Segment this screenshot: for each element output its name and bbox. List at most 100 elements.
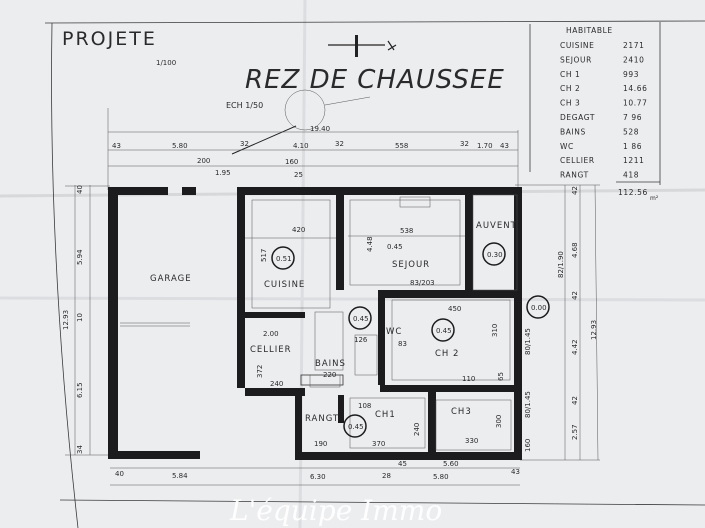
dim-right-overall: 12.93 (590, 320, 598, 340)
room-cuisine: CUISINE (264, 280, 305, 290)
table-area: 7 96 (623, 113, 642, 122)
dim-interior: 310 (491, 324, 499, 337)
dim-interior: 126 (354, 336, 368, 344)
dim-right: 4.68 (571, 242, 579, 258)
table-room: RANGT (560, 171, 589, 180)
dim-top: 32 (460, 140, 469, 148)
table-room: BAINS (560, 127, 586, 136)
dim-bottom: 43 (511, 468, 520, 476)
dim-left: 34 (76, 445, 84, 454)
level-marker-auvent (482, 242, 506, 266)
dim-top: 32 (240, 140, 249, 148)
dim-left: 6.15 (76, 382, 84, 398)
table-room: WC (560, 142, 574, 151)
dim-interior: 240 (270, 380, 283, 388)
dim-interior: 2.00 (263, 330, 279, 338)
dim-interior: 83/203 (410, 279, 435, 287)
table-room: CUISINE (560, 41, 594, 50)
table-room: DEGAGT (560, 113, 595, 122)
room-bains: BAINS (315, 359, 346, 369)
dim-top: 4.10 (293, 142, 309, 150)
dim-top-overall: 19.40 (310, 125, 330, 133)
dim-left: 10 (76, 313, 84, 322)
level-marker-ch1 (343, 414, 367, 438)
dimension-lines (65, 108, 600, 486)
note-callout (231, 89, 371, 155)
watermark-logo: L'équipe Immo (229, 494, 442, 527)
level-ch2: 0.45 (436, 327, 452, 335)
dim-bottom: 5.84 (172, 472, 188, 480)
level-auvent: 0.30 (487, 251, 503, 259)
dim-bottom: 28 (382, 472, 391, 480)
level-marker-ch2 (431, 318, 455, 342)
dim-interior: 190 (314, 440, 327, 448)
room-labels: GARAGE CUISINE SEJOUR AUVENT CELLIER BAI… (150, 221, 517, 424)
dim-right: 42 (571, 396, 579, 405)
frame-top (44, 20, 705, 24)
table-unit: m² (650, 195, 659, 202)
walls (108, 187, 522, 460)
dim-window: 80/1.45 (524, 391, 532, 418)
table-room: CH 2 (560, 84, 580, 93)
dim-top: 32 (335, 140, 344, 148)
dim-bottom: 45 (398, 460, 407, 468)
dim-bottom: 40 (115, 470, 124, 478)
table-area: 993 (623, 70, 639, 79)
dim-interior: 4.48 (366, 236, 374, 252)
room-cellier: CELLIER (250, 345, 292, 355)
dim-bottom: 5.60 (443, 460, 459, 468)
table-room: CELLIER (560, 156, 595, 165)
dim-right: 42 (571, 186, 579, 195)
room-rangt: RANGT (305, 414, 339, 424)
dim-interior: 420 (292, 226, 305, 234)
dim-top-sub: 1.95 (215, 169, 231, 177)
dim-bottom: 6.30 (310, 473, 326, 481)
interior-lines (120, 194, 518, 451)
table-area: 2410 (623, 55, 645, 64)
dim-top: 5.80 (172, 142, 188, 150)
dim-interior: 65 (497, 372, 505, 381)
dim-interior: 220 (323, 371, 336, 379)
room-ch3: CH3 (451, 407, 472, 417)
table-room: CH 3 (560, 99, 580, 108)
dim-bottom: 5.80 (433, 473, 449, 481)
table-room: CH 1 (560, 70, 580, 79)
room-sejour: SEJOUR (392, 260, 430, 270)
dim-top: 43 (112, 142, 121, 150)
paper-fold (0, 296, 705, 302)
dim-left: 40 (76, 185, 84, 194)
dim-right: 42 (571, 291, 579, 300)
level-sejour: 0.45 (387, 243, 403, 251)
dim-interior: 83 (398, 340, 407, 348)
dim-window: 160 (524, 439, 532, 452)
dim-left: 5.94 (76, 249, 84, 265)
stamp-projete: PROJETE (62, 28, 157, 50)
level-marker-exterior (526, 295, 550, 319)
level-markers: 0.51 0.45 0.30 0.00 0.45 0.45 0.45 (271, 242, 550, 438)
table-heading: HABITABLE (566, 26, 613, 35)
frame-left (51, 22, 79, 528)
table-area: 10.77 (623, 99, 647, 108)
dim-top-sub: 160 (285, 158, 298, 166)
level-marker-degagement (348, 306, 372, 330)
dim-window: 80/1.45 (524, 328, 532, 355)
scale-detail: ECH 1/50 (226, 101, 263, 110)
page-title: REZ DE CHAUSSEE (245, 65, 505, 95)
level-ch1: 0.45 (348, 423, 364, 431)
section-marker-icon (328, 35, 397, 57)
table-area: 2171 (623, 41, 645, 50)
room-auvent: AUVENT (476, 221, 517, 231)
dim-right: 2.57 (571, 424, 579, 440)
dim-top-sub: 25 (294, 171, 303, 179)
level-exterior: 0.00 (531, 304, 547, 312)
dim-interior: 450 (448, 305, 461, 313)
dim-window: 82/1.90 (557, 251, 565, 278)
level-marker-cuisine (271, 246, 295, 270)
table-total: 112.56 (618, 188, 648, 197)
dim-left-overall: 12.93 (62, 310, 70, 330)
dim-top-sub: 200 (197, 157, 210, 165)
room-wc: WC (386, 327, 402, 337)
dim-interior: 517 (260, 249, 268, 262)
dim-interior: 372 (256, 365, 264, 378)
